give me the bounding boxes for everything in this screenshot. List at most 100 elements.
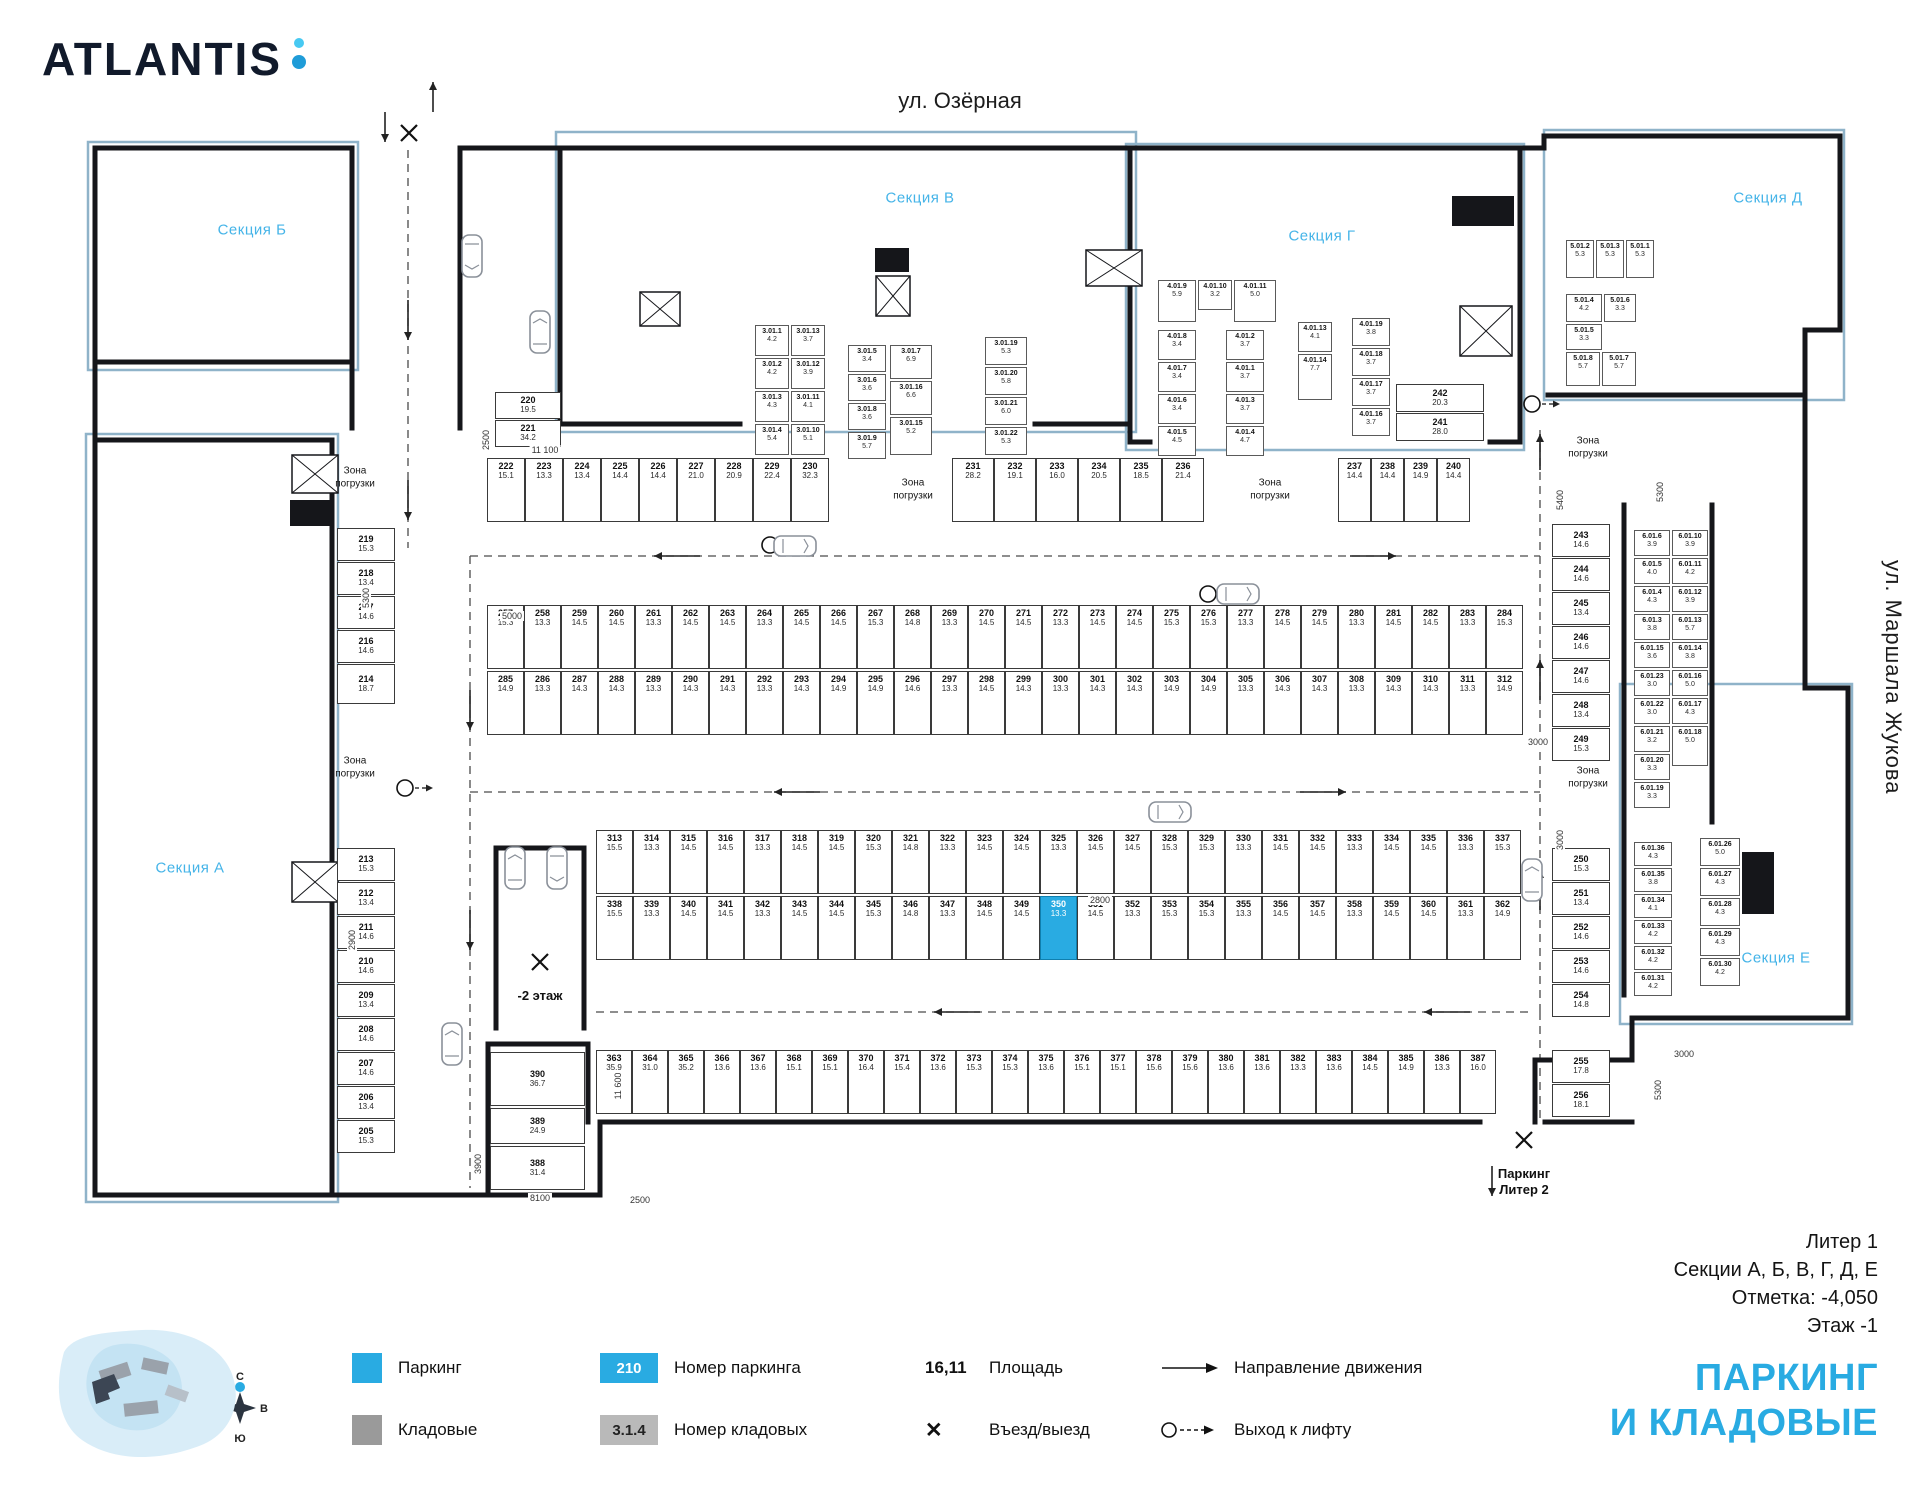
parking-spot-351[interactable]: 35114.5 xyxy=(1077,896,1114,960)
